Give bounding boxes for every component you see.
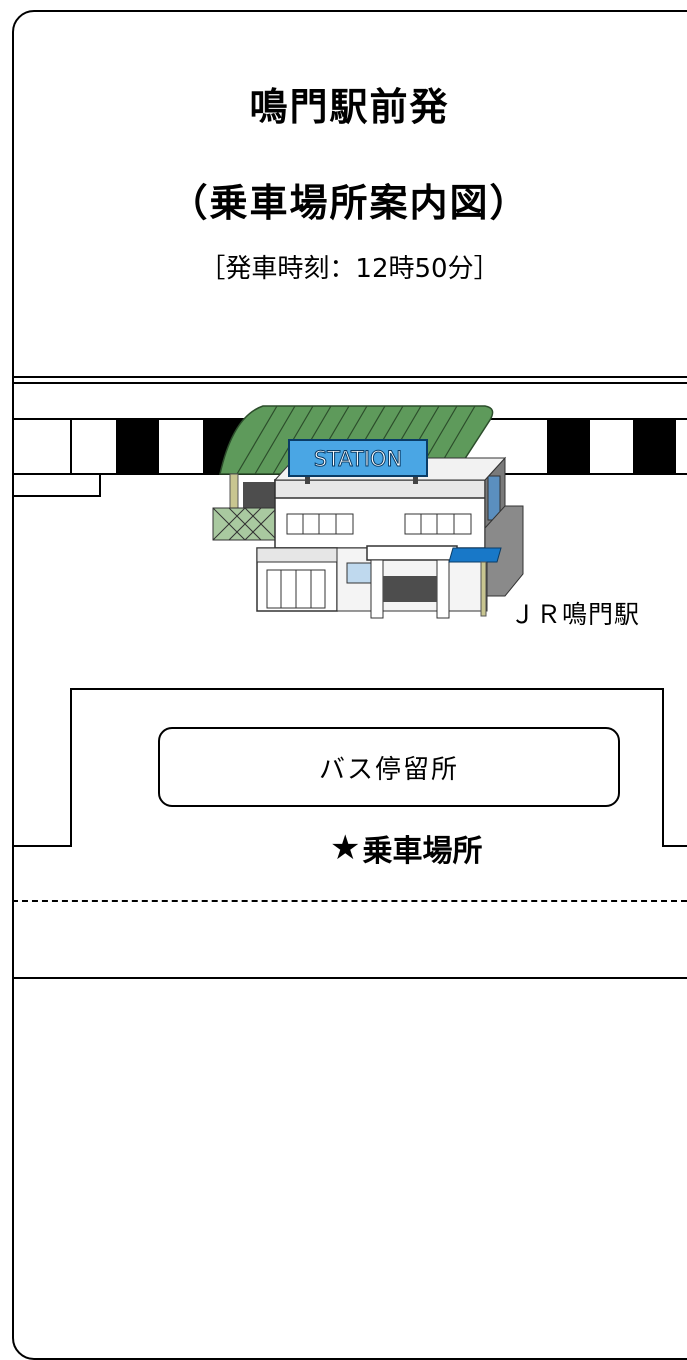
bus-stop-box: バス停留所 [158, 727, 620, 807]
road-edge-left [12, 845, 72, 847]
page-title: 鳴門駅前発 [249, 85, 450, 129]
bay-right-edge [662, 688, 664, 846]
track-block [116, 418, 159, 474]
header-divider-top [12, 376, 687, 378]
header-divider-bottom [12, 382, 687, 384]
boarding-label: 乗車場所 [362, 834, 483, 869]
bus-stop-label: バス停留所 [318, 754, 459, 785]
page-subtitle: （乗車場所案内図） [169, 181, 530, 225]
bay-left-edge [70, 688, 72, 846]
departure-time: ［発車時刻：12時50分］ [199, 254, 500, 284]
road-center-line [12, 900, 687, 902]
platform-edge-side [99, 474, 101, 497]
station-sign-text: STATION [314, 447, 403, 471]
track-tie [70, 418, 72, 474]
bay-top-edge [70, 688, 664, 690]
platform-edge [12, 495, 100, 497]
road-far-edge [12, 977, 687, 979]
track-block [633, 418, 676, 474]
station-name-label: ＪＲ鳴門駅 [510, 600, 641, 629]
track-block [547, 418, 590, 474]
road-edge-right [662, 845, 687, 847]
boarding-point: ★ 乗車場所 [330, 826, 482, 870]
station-building-illustration: STATION [212, 405, 524, 619]
star-icon: ★ [330, 828, 361, 868]
